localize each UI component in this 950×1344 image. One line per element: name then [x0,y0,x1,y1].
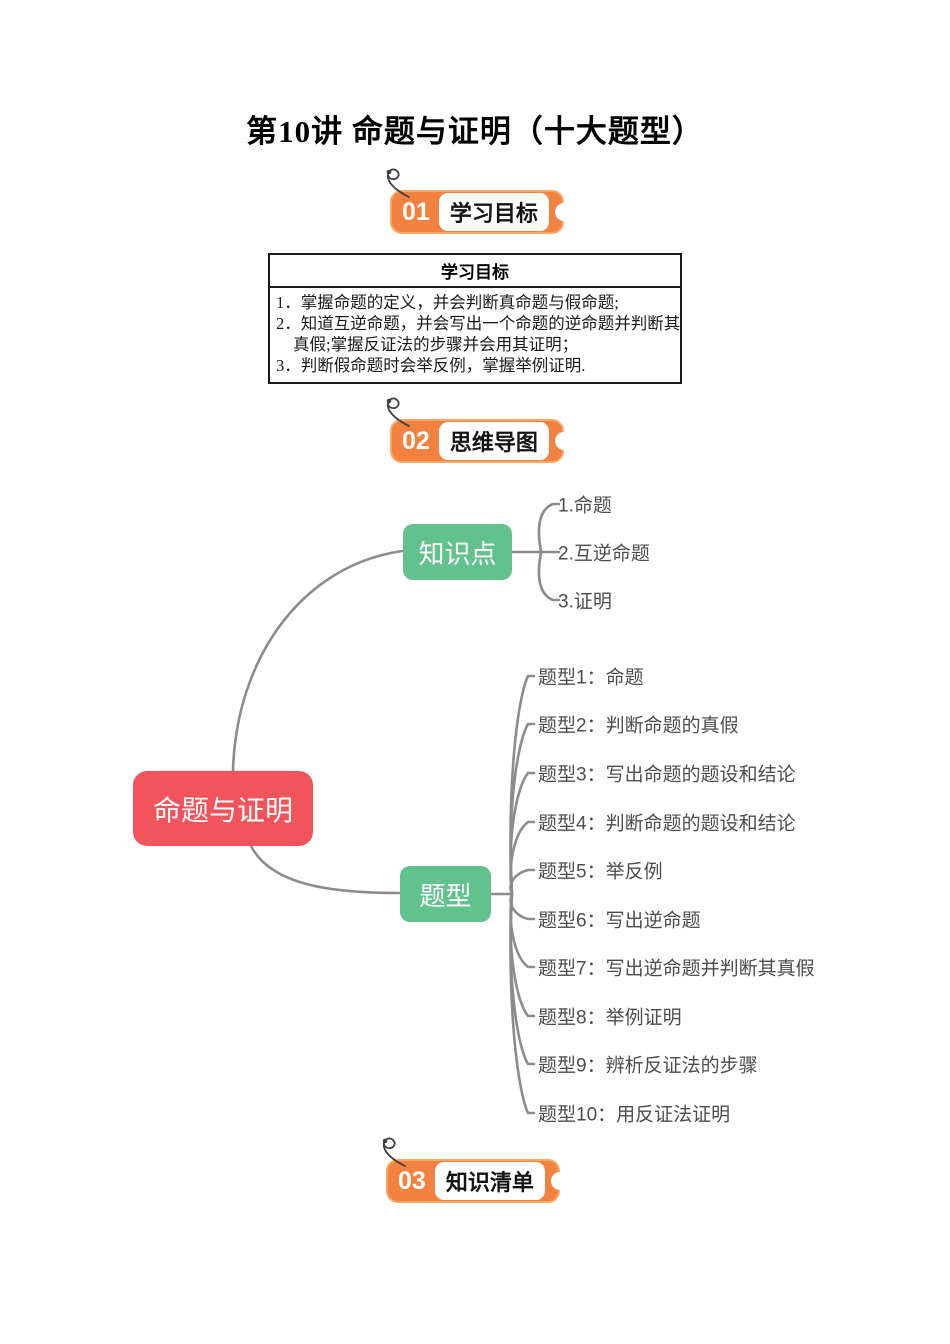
section-label: 思维导图 [438,422,549,460]
section-badge-mind-map: 02 思维导图 [386,397,564,463]
objectives-table-header: 学习目标 [270,255,680,288]
mindmap-leaf: 题型10：用反证法证明 [538,1104,731,1126]
mindmap-leaf: 题型7：写出逆命题并判断其真假 [538,958,815,980]
objective-line: 1．掌握命题的定义，并会判断真命题与假命题; [276,293,619,312]
mindmap-leaf: 题型1：命题 [538,667,644,689]
badge-notch [554,203,564,221]
mindmap-leaf: 题型4：判断命题的题设和结论 [538,813,796,835]
mindmap-root-node: 命题与证明 [133,771,313,846]
mindmap-leaf: 题型3：写出命题的题设和结论 [538,764,796,786]
spiral-pin-icon [386,397,410,427]
objectives-table: 学习目标 1．掌握命题的定义，并会判断真命题与假命题; 2．知道互逆命题，并会写… [268,253,682,384]
spiral-pin-icon [386,168,410,198]
spiral-pin-icon [382,1137,406,1167]
badge-notch [550,1172,560,1190]
objective-line: 3．判断假命题时会举反例，掌握举例证明. [276,356,586,375]
section-badge-learning-goals: 01 学习目标 [386,168,564,234]
section-label: 知识清单 [434,1162,545,1200]
section-label: 学习目标 [438,193,549,231]
section-badge-knowledge-list: 03 知识清单 [382,1137,560,1203]
mindmap-leaf: 题型2：判断命题的真假 [538,715,739,737]
badge-notch [554,432,564,450]
mindmap-leaf: 3.证明 [558,591,612,613]
mindmap-leaf: 1.命题 [558,495,612,517]
objectives-table-body: 1．掌握命题的定义，并会判断真命题与假命题; 2．知道互逆命题，并会写出一个命题… [270,288,680,382]
mindmap-leaf: 题型9：辨析反证法的步骤 [538,1055,758,1077]
mindmap-branch-knowledge: 知识点 [403,524,512,580]
mindmap-leaf: 题型8：举例证明 [538,1007,682,1029]
objective-line: 2．知道互逆命题，并会写出一个命题的逆命题并判断其 [276,314,681,333]
objective-line: 真假;掌握反证法的步骤并会用其证明； [293,335,579,354]
page-title: 第10讲 命题与证明（十大题型） [246,114,704,149]
section-number: 02 [402,426,430,455]
section-number: 03 [398,1166,426,1195]
mindmap-branch-question-types: 题型 [400,866,491,922]
section-number: 01 [402,197,430,226]
mindmap-leaf: 题型6：写出逆命题 [538,910,701,932]
mindmap-leaf: 题型5：举反例 [538,861,663,883]
mindmap-leaf: 2.互逆命题 [558,543,650,565]
